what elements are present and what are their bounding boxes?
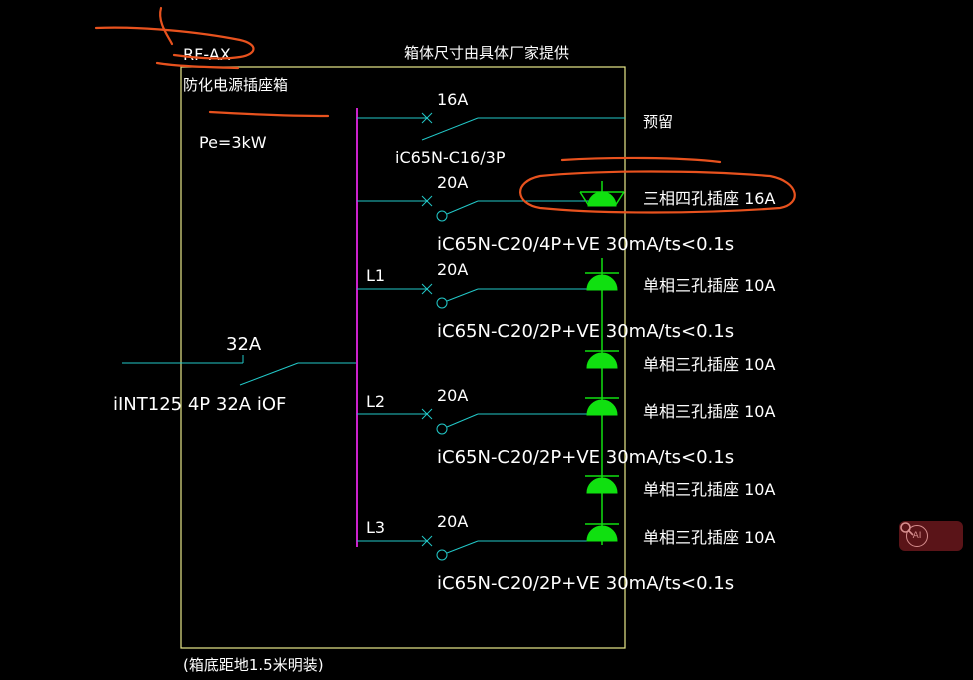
circuit-1-rating: 16A bbox=[437, 90, 468, 109]
circuit-4-load: 单相三孔插座 10A bbox=[643, 402, 775, 421]
hand-annotations bbox=[94, 6, 796, 214]
circuit-2-rating: 20A bbox=[437, 173, 468, 192]
install-note: (箱底距地1.5米明装) bbox=[183, 656, 324, 674]
ai-icon[interactable]: AI bbox=[906, 525, 928, 547]
circuit-5-breaker: iC65N-C20/2P+VE 30mA/ts<0.1s bbox=[437, 573, 734, 594]
circuit-2-load: 三相四孔插座 16A bbox=[643, 189, 775, 208]
incoming-rating: 32A bbox=[226, 334, 262, 355]
circuit-2-breaker: iC65N-C20/4P+VE 30mA/ts<0.1s bbox=[437, 234, 734, 255]
circuit-3-breaker: iC65N-C20/2P+VE 30mA/ts<0.1s bbox=[437, 321, 734, 342]
circuit-5-load: 单相三孔插座 10A bbox=[643, 528, 775, 547]
search-icon[interactable] bbox=[900, 522, 956, 547]
socket-icon bbox=[586, 525, 618, 542]
circuit-1: 16A iC65N-C16/3P 预留 bbox=[357, 90, 673, 167]
circuit-4-rating: 20A bbox=[437, 386, 468, 405]
panel-id: RF-AX bbox=[183, 45, 231, 64]
incoming-breaker: iINT125 4P 32A iOF bbox=[113, 394, 286, 415]
circuit-4-breaker: iC65N-C20/2P+VE 30mA/ts<0.1s bbox=[437, 447, 734, 468]
box-note: 箱体尺寸由具体厂家提供 bbox=[404, 44, 569, 62]
extra-socket-label-1: 单相三孔插座 10A bbox=[643, 355, 775, 374]
single-phase-sockets bbox=[585, 272, 619, 542]
enclosure-box bbox=[180, 66, 626, 649]
circuit-4-phase: L2 bbox=[366, 392, 385, 411]
socket-icon bbox=[586, 399, 618, 416]
socket-icon bbox=[586, 274, 618, 291]
extra-socket-label-2: 单相三孔插座 10A bbox=[643, 480, 775, 499]
panel-power: Pe=3kW bbox=[199, 133, 267, 152]
circuit-3-phase: L1 bbox=[366, 266, 385, 285]
highlight-ellipse bbox=[519, 170, 796, 214]
circuit-3: L1 20A iC65N-C20/2P+VE 30mA/ts<0.1s 单相三孔… bbox=[357, 260, 775, 342]
three-phase-socket-icon bbox=[587, 191, 617, 207]
circuit-5: L3 20A iC65N-C20/2P+VE 30mA/ts<0.1s 单相三孔… bbox=[357, 512, 775, 594]
circuit-2: 20A iC65N-C20/4P+VE 30mA/ts<0.1s 三相四孔插座 … bbox=[357, 173, 775, 255]
circuit-1-breaker: iC65N-C16/3P bbox=[395, 148, 506, 167]
socket-icon bbox=[586, 352, 618, 369]
circuit-5-phase: L3 bbox=[366, 518, 385, 537]
circuit-3-rating: 20A bbox=[437, 260, 468, 279]
circuit-4: L2 20A iC65N-C20/2P+VE 30mA/ts<0.1s 单相三孔… bbox=[357, 386, 775, 468]
circuit-1-load: 预留 bbox=[643, 113, 673, 131]
floating-toolbar[interactable]: AI bbox=[899, 521, 963, 551]
incoming-switch-blade bbox=[239, 362, 299, 386]
socket-icon bbox=[586, 477, 618, 494]
panel-name: 防化电源插座箱 bbox=[183, 76, 288, 94]
circuit-3-load: 单相三孔插座 10A bbox=[643, 276, 775, 295]
circuit-5-rating: 20A bbox=[437, 512, 468, 531]
